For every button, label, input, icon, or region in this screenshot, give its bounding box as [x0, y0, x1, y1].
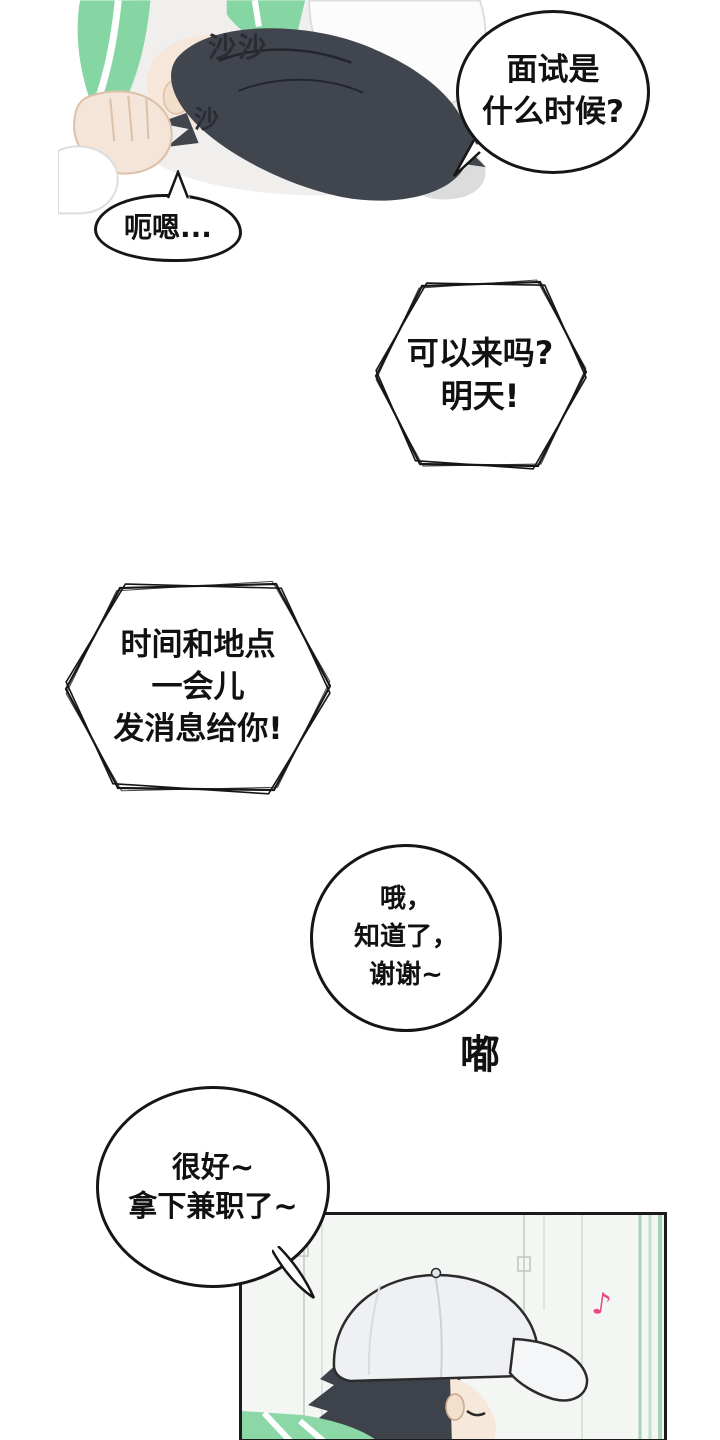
sfx-beep: 嘟: [460, 1032, 500, 1078]
bubble-line: 哦，: [379, 884, 432, 915]
bubble-text: 面试是 什么时候?: [482, 50, 624, 134]
hexagon-outline: [64, 580, 332, 795]
bubble-line: 发消息给你!: [113, 710, 283, 747]
bubble-line: 可以来吗?: [406, 333, 554, 372]
bubble-line: 明天!: [440, 377, 520, 415]
speech-bubble-mumble: 呃嗯...: [94, 194, 242, 262]
sleeping-person-art: [56, 0, 492, 215]
speech-bubble-interview: 面试是 什么时候?: [456, 10, 650, 174]
bubble-tail-interview: [452, 139, 481, 177]
bubble-text: 哦， 知道了， 谢谢~: [354, 881, 458, 994]
bubble-line: 面试是: [506, 52, 600, 89]
phone-bubble-come-tomorrow: 可以来吗? 明天!: [368, 268, 592, 482]
bubble-line: 知道了，: [353, 922, 458, 953]
hexagon-outline: [374, 279, 588, 470]
bubble-line: 什么时候?: [482, 94, 624, 130]
panel-cap-person: ♪: [239, 1212, 667, 1440]
bubble-line: 很好~: [171, 1149, 255, 1184]
hand: [56, 90, 173, 215]
speech-bubble-ok-thanks: 哦， 知道了， 谢谢~: [310, 844, 502, 1032]
bubble-line: 一会儿: [151, 669, 245, 706]
bubble-text: 很好~ 拿下兼职了~: [128, 1148, 297, 1226]
bubble-text: 可以来吗? 明天!: [368, 268, 592, 482]
sfx-rustle-single: 沙: [194, 105, 222, 134]
bubble-text: 呃嗯...: [124, 209, 212, 247]
bubble-line: 呃嗯...: [124, 211, 212, 245]
bubble-line: 拿下兼职了~: [128, 1189, 298, 1223]
panel-sleeping-scene: [56, 0, 520, 272]
cap-person-hair: [302, 1363, 462, 1439]
sfx-rustle-double: 沙沙: [208, 31, 269, 64]
striped-shirt: [242, 1410, 375, 1439]
bubble-line: 谢谢~: [369, 959, 443, 990]
baseball-cap: [332, 1267, 589, 1402]
speech-bubble-got-job: 很好~ 拿下兼职了~: [96, 1086, 330, 1288]
phone-bubble-time-place: 时间和地点 一会儿 发消息给你!: [58, 568, 338, 808]
bubble-tail-mumble: [166, 170, 190, 199]
bubble-tail-got-job: [272, 1246, 316, 1300]
bubble-text: 时间和地点 一会儿 发消息给你!: [58, 568, 338, 808]
bubble-line: 时间和地点: [120, 627, 276, 664]
cap-person-art: [242, 1215, 664, 1439]
cap-person-face: [445, 1377, 496, 1439]
